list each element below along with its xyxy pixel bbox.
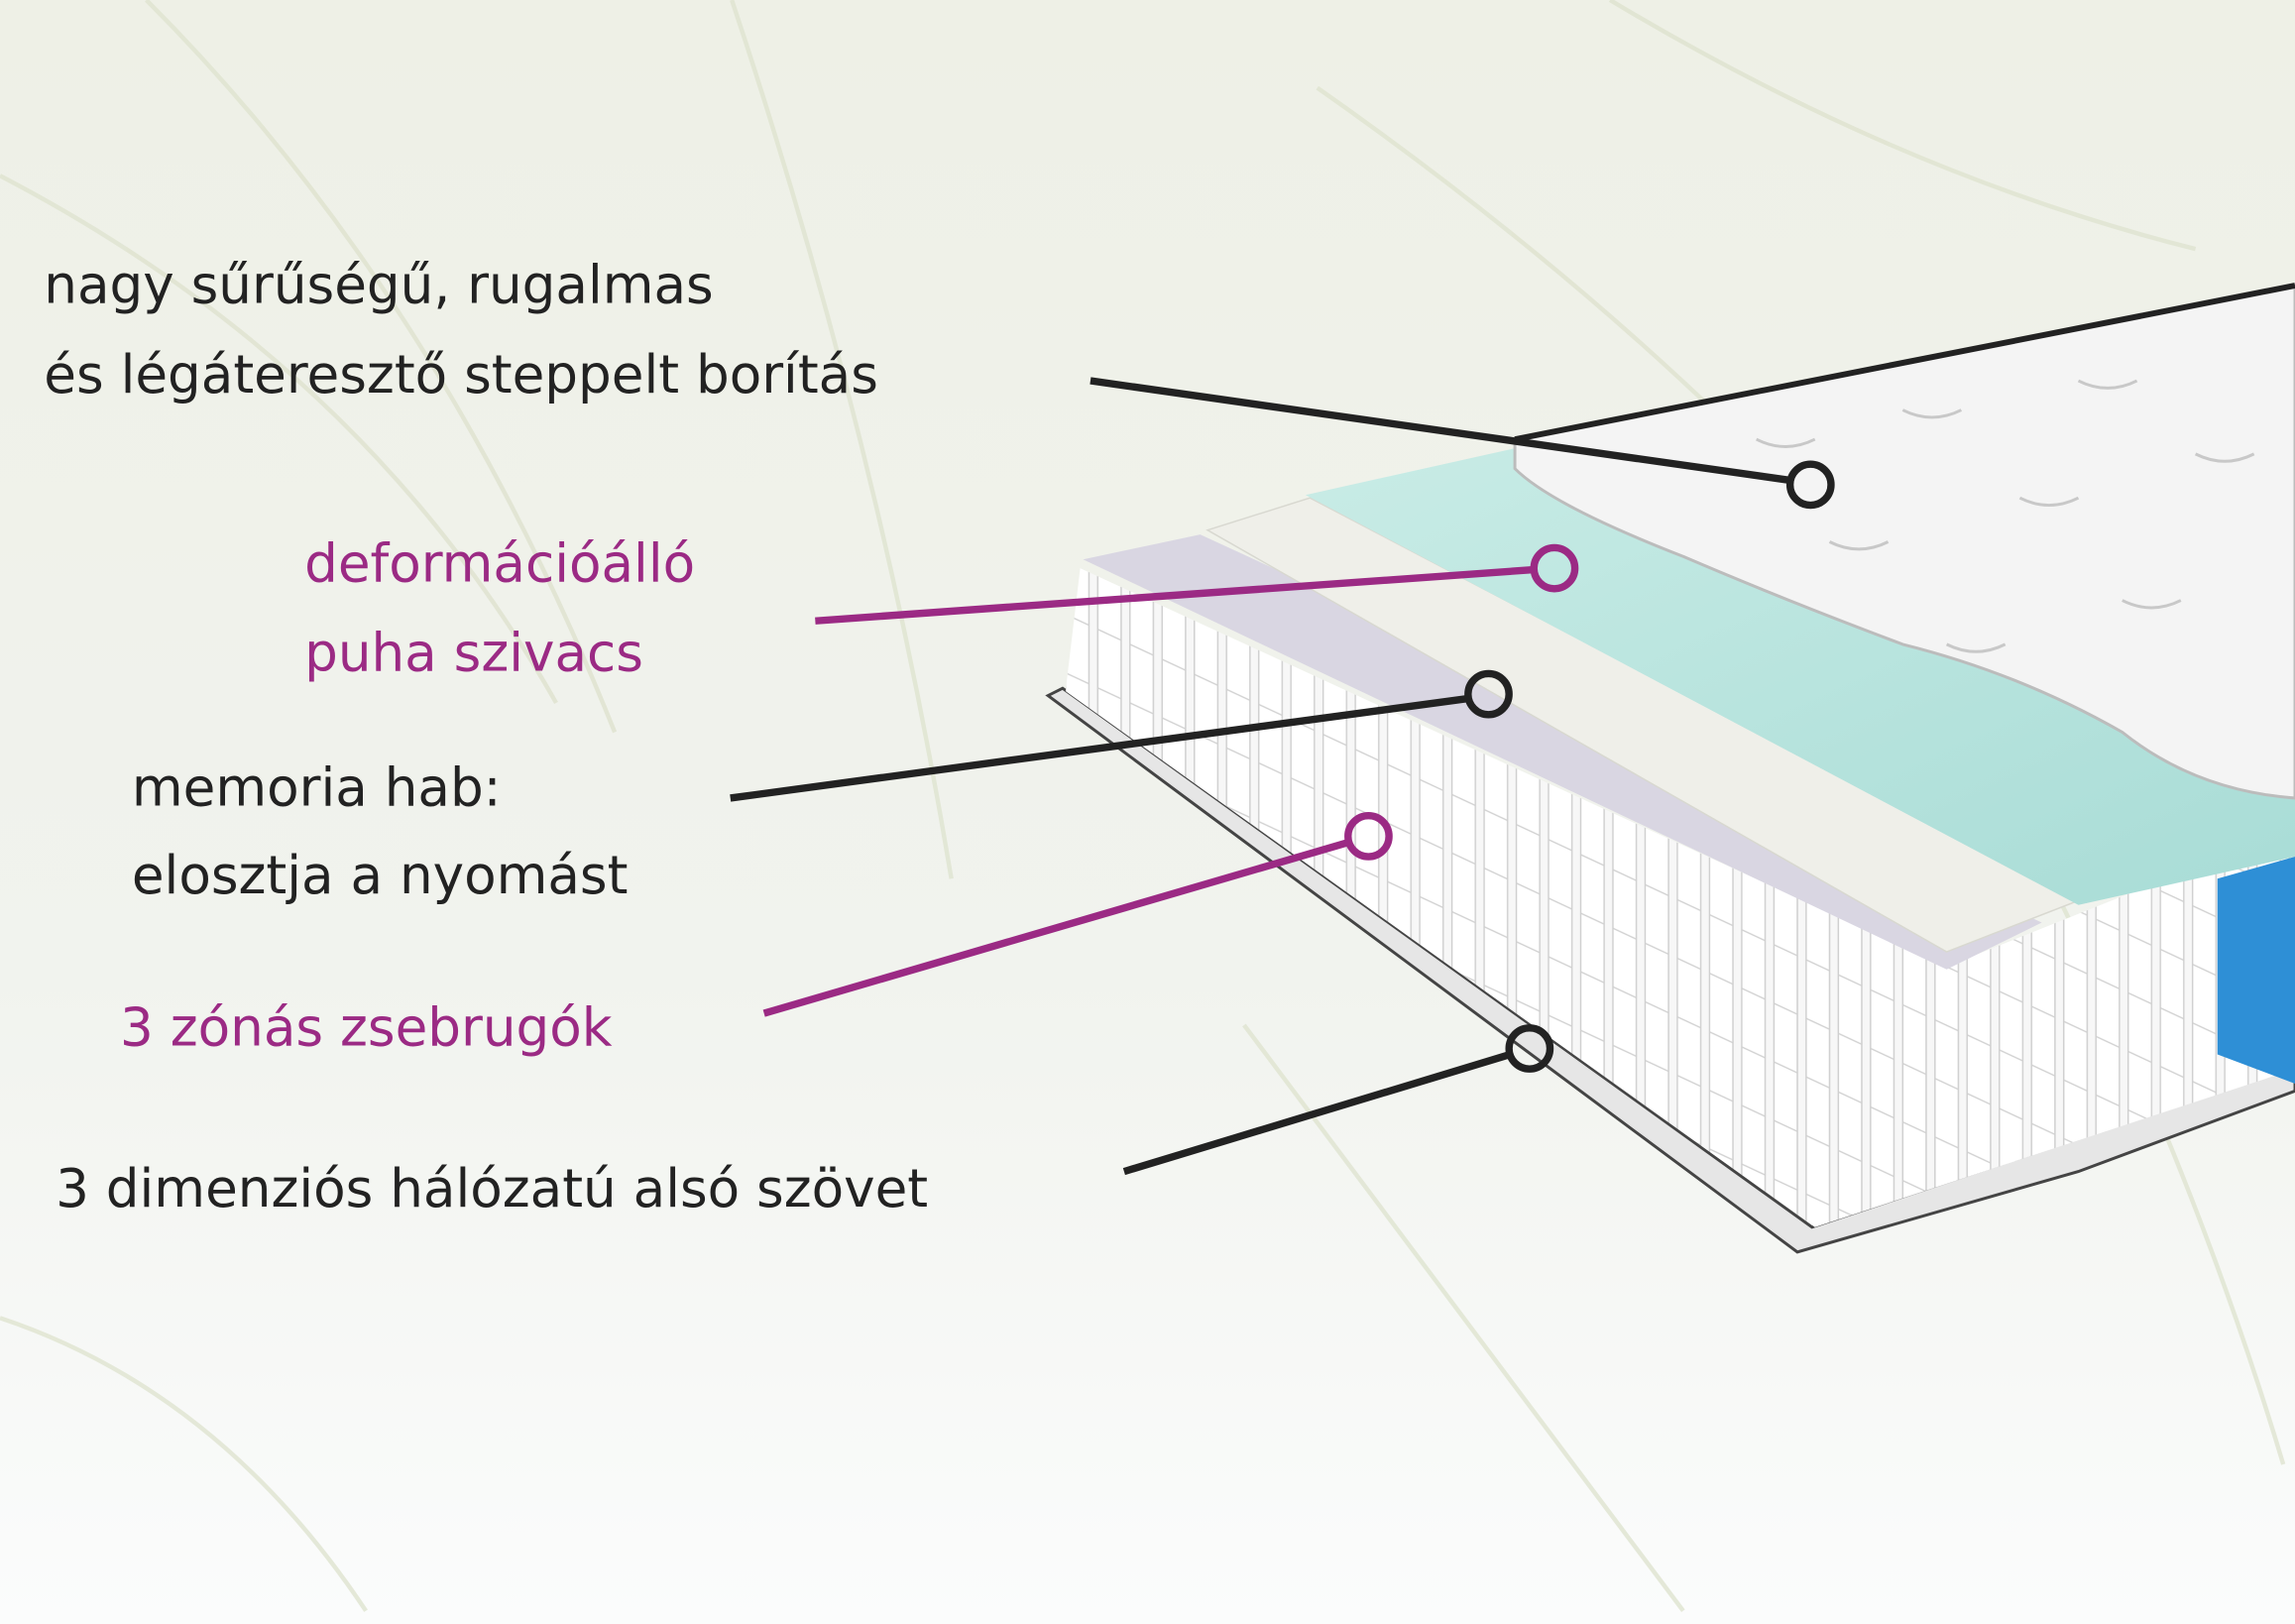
soft-foam-layer (1305, 446, 2295, 905)
callout-springs-line (762, 838, 1351, 1017)
label-cover-line1: nagy sűrűségű, rugalmas (44, 255, 713, 316)
label-bottom-fabric: 3 dimenziós hálózatú alsó szövet (56, 1158, 928, 1219)
label-springs: 3 zónás zsebrugók (120, 997, 613, 1059)
callout-soft-foam-line (815, 565, 1535, 625)
callout-memory-foam-line (730, 694, 1469, 802)
callout-memory-foam-marker (1464, 669, 1513, 719)
callout-bottom-fabric-line (1122, 1050, 1512, 1176)
label-memory-foam-line2: elosztja a nyomást (132, 845, 629, 906)
callout-cover-line (1090, 377, 1791, 485)
callout-soft-foam-marker (1530, 543, 1579, 593)
quilting-stitches (1756, 379, 2255, 653)
label-soft-foam-line1: deformációálló (304, 532, 695, 594)
label-cover-line2: és légáteresztő steppelt borítás (44, 344, 878, 406)
callout-lines (730, 377, 1835, 1176)
callout-bottom-fabric-marker (1505, 1024, 1554, 1073)
mattress-illustration (1045, 283, 2295, 1254)
callout-springs-marker (1344, 812, 1393, 861)
cover-edge (1514, 283, 2295, 443)
quilted-cover-layer (1513, 284, 2295, 800)
labels: nagy sűrűségű, rugalmas és légáteresztő … (44, 255, 928, 1219)
pocket-springs-layer (1065, 568, 2295, 1227)
callout-cover-marker (1785, 460, 1835, 510)
label-memory-foam-line1: memoria hab: (132, 756, 502, 818)
label-soft-foam-line2: puha szivacs (304, 622, 643, 683)
spring-blue-side (2217, 857, 2295, 1084)
